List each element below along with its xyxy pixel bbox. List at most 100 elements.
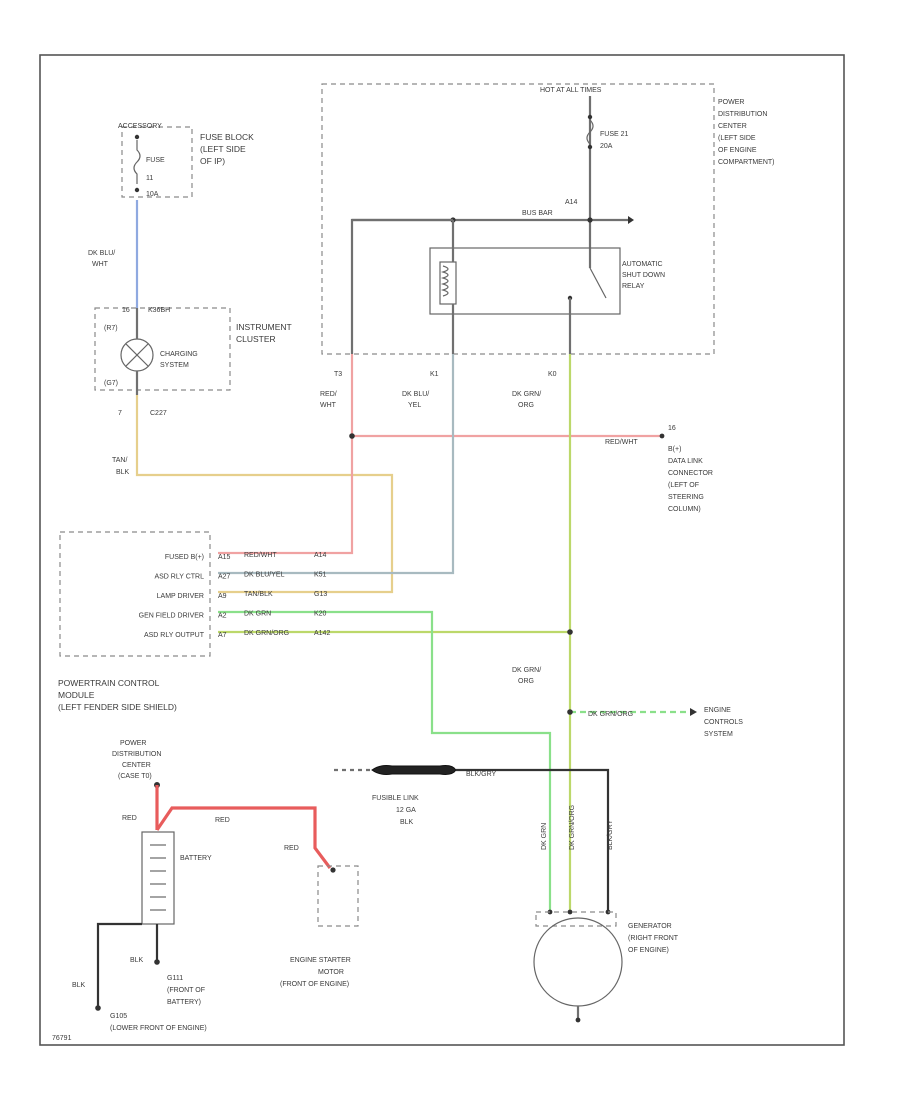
fusible-link-icon: [371, 765, 457, 775]
fuse-21-terminal-bottom: [587, 144, 593, 150]
pcm-caption-3: (LEFT FENDER SIDE SHIELD): [58, 702, 177, 712]
dlc-caption-5: STEERING: [668, 494, 704, 501]
splice-dk-grn-org-pcm: [567, 629, 573, 635]
dlc-caption-1: B(+): [668, 446, 681, 453]
pcm-pin-name: ASD RLY OUTPUT: [144, 632, 205, 639]
fuse-terminal-bottom: [134, 187, 140, 193]
terminal-k1: K1: [430, 371, 439, 378]
pcm-caption-2: MODULE: [58, 690, 95, 700]
pdc-outline: [321, 83, 715, 355]
cluster-side-bottom: (G7): [104, 380, 118, 387]
cluster-connector: C227: [150, 410, 167, 417]
wire-label-red-wht-2: WHT: [320, 402, 337, 409]
engine-controls-caption-3: SYSTEM: [704, 731, 733, 738]
diagram-frame: [39, 54, 845, 1046]
pdc-battery-caption-1: POWER: [120, 740, 146, 747]
power-distribution-center: HOT AT ALL TIMES FUSE 21 20A A14 BUS BAR…: [321, 83, 775, 378]
wire-label-red: RED: [215, 817, 230, 824]
pdc-left-feed: [350, 218, 453, 354]
charging-system-label-1: CHARGING: [160, 351, 198, 358]
pcm-pin-circuit: G13: [314, 591, 327, 598]
wire-label-dk-blu-yel-2: YEL: [408, 402, 421, 409]
cluster-pin-top-code: K36BH: [148, 307, 170, 314]
gen-terminal-2: [567, 909, 573, 915]
charging-lamp-cross-2: [125, 343, 149, 367]
fusible-link-caption-2: 12 GA: [396, 807, 416, 814]
dlc-caption-6: COLUMN): [668, 506, 701, 513]
fusible-link: BLK/GRY FUSIBLE LINK 12 GA BLK: [334, 765, 610, 910]
bus-bar-arrow: [628, 216, 634, 224]
pdc-caption-3: CENTER: [718, 123, 747, 130]
terminal-t3: T3: [334, 371, 342, 378]
engine-controls-caption-1: ENGINE: [704, 707, 731, 714]
generator-caption-2: (RIGHT FRONT: [628, 935, 679, 942]
pcm-pin-wire-color: TAN/BLK: [244, 591, 273, 598]
pcm-pin-circuit: A14: [314, 552, 327, 559]
wire-blk-gry: [456, 768, 610, 910]
pcm-pin-circuit: K20: [314, 611, 327, 618]
figure-id: 76791: [52, 1035, 72, 1042]
wire-label-dk-grn-org-1: DK GRN/: [512, 391, 541, 398]
data-link-connector-caption: B(+) DATA LINK CONNECTOR (LEFT OF STEERI…: [668, 446, 713, 513]
bus-bar-junction-2: [587, 217, 593, 223]
fuse-21-amps: 20A: [600, 143, 613, 150]
wire-label-blk-1: BLK: [130, 957, 144, 964]
pdc-battery-caption-3: CENTER: [122, 762, 151, 769]
pdc-caption-5: OF ENGINE: [718, 147, 757, 154]
pdc-battery-caption-4: (CASE T0): [118, 773, 152, 780]
fusible-link-caption-3: BLK: [400, 819, 414, 826]
starter-outline: [317, 865, 359, 927]
ground-g111-label-2: (FRONT OF: [167, 987, 205, 994]
charging-system-label-2: SYSTEM: [160, 362, 189, 369]
wire-label-tan-blk-1: TAN/: [112, 457, 127, 464]
starter-motor: ENGINE STARTER MOTOR (FRONT OF ENGINE): [280, 865, 359, 988]
wire-dk-blu-yel: [218, 354, 455, 575]
pcm-pin-wire-color: DK GRN: [244, 611, 271, 618]
pcm-caption-1: POWERTRAIN CONTROL: [58, 678, 160, 688]
wire-blk-ground-2: [96, 922, 142, 1008]
fuse-block-caption-3: OF IP): [200, 156, 225, 166]
pcm-pin-number: A27: [218, 574, 231, 581]
pcm-pin-circuit: K51: [314, 572, 327, 579]
gen-wire-label-1: DK GRN: [541, 823, 548, 850]
generator-caption-3: OF ENGINE): [628, 947, 669, 954]
wire-tan-blk: [135, 395, 394, 594]
generator-caption-1: GENERATOR: [628, 923, 672, 930]
dlc-pin: 16: [668, 425, 676, 432]
asd-relay-box: [429, 247, 621, 315]
pcm-pin-number: A7: [218, 632, 227, 639]
instrument-cluster: 16 K36BH (R7) (G7) CHARGING SYSTEM INSTR…: [94, 307, 292, 417]
dlc-caption-2: DATA LINK: [668, 458, 703, 465]
fuse-number: 11: [146, 175, 153, 182]
engine-controls-caption-2: CONTROLS: [704, 719, 743, 726]
pcm-pin-wire-color: DK GRN/ORG: [244, 630, 289, 637]
fuse-block-caption-1: FUSE BLOCK: [200, 132, 254, 142]
cluster-pin-bottom: 7: [118, 410, 122, 417]
wire-label-dk-grn-org-2: ORG: [518, 402, 534, 409]
fuse-21-terminal-top: [587, 114, 593, 120]
wire-label-dk-blu-wht-1: DK BLU/: [88, 250, 115, 257]
fuse-terminal-top: [134, 134, 140, 140]
dlc-caption-4: (LEFT OF: [668, 482, 699, 489]
pcm-pin-circuit: A142: [314, 630, 330, 637]
dlc-circuit-label: RED/WHT: [605, 439, 638, 446]
pcm-pin-number: A9: [218, 593, 227, 600]
relay-coil-icon: [439, 261, 457, 305]
wire-label-dk-grn-org-mid-1: DK GRN/: [512, 667, 541, 674]
ground-g111-dot: [154, 959, 160, 965]
fuse-block-caption-2: (LEFT SIDE: [200, 144, 246, 154]
bus-bar-code: A14: [565, 199, 578, 206]
pdc-caption-1: POWER: [718, 99, 744, 106]
fuse-block-top-label: ACCESSORY: [118, 123, 162, 130]
pcm-pin-name: LAMP DRIVER: [157, 593, 204, 600]
fusible-link-caption-1: FUSIBLE LINK: [372, 795, 419, 802]
pdc-caption-4: (LEFT SIDE: [718, 135, 756, 142]
relay-coil-winding: [440, 265, 449, 297]
pdc-caption-2: DISTRIBUTION: [718, 111, 767, 118]
pdc-battery-caption-2: DISTRIBUTION: [112, 751, 161, 758]
wire-label-red-starter: RED: [284, 845, 299, 852]
cluster-caption-1: INSTRUMENT: [236, 322, 292, 332]
